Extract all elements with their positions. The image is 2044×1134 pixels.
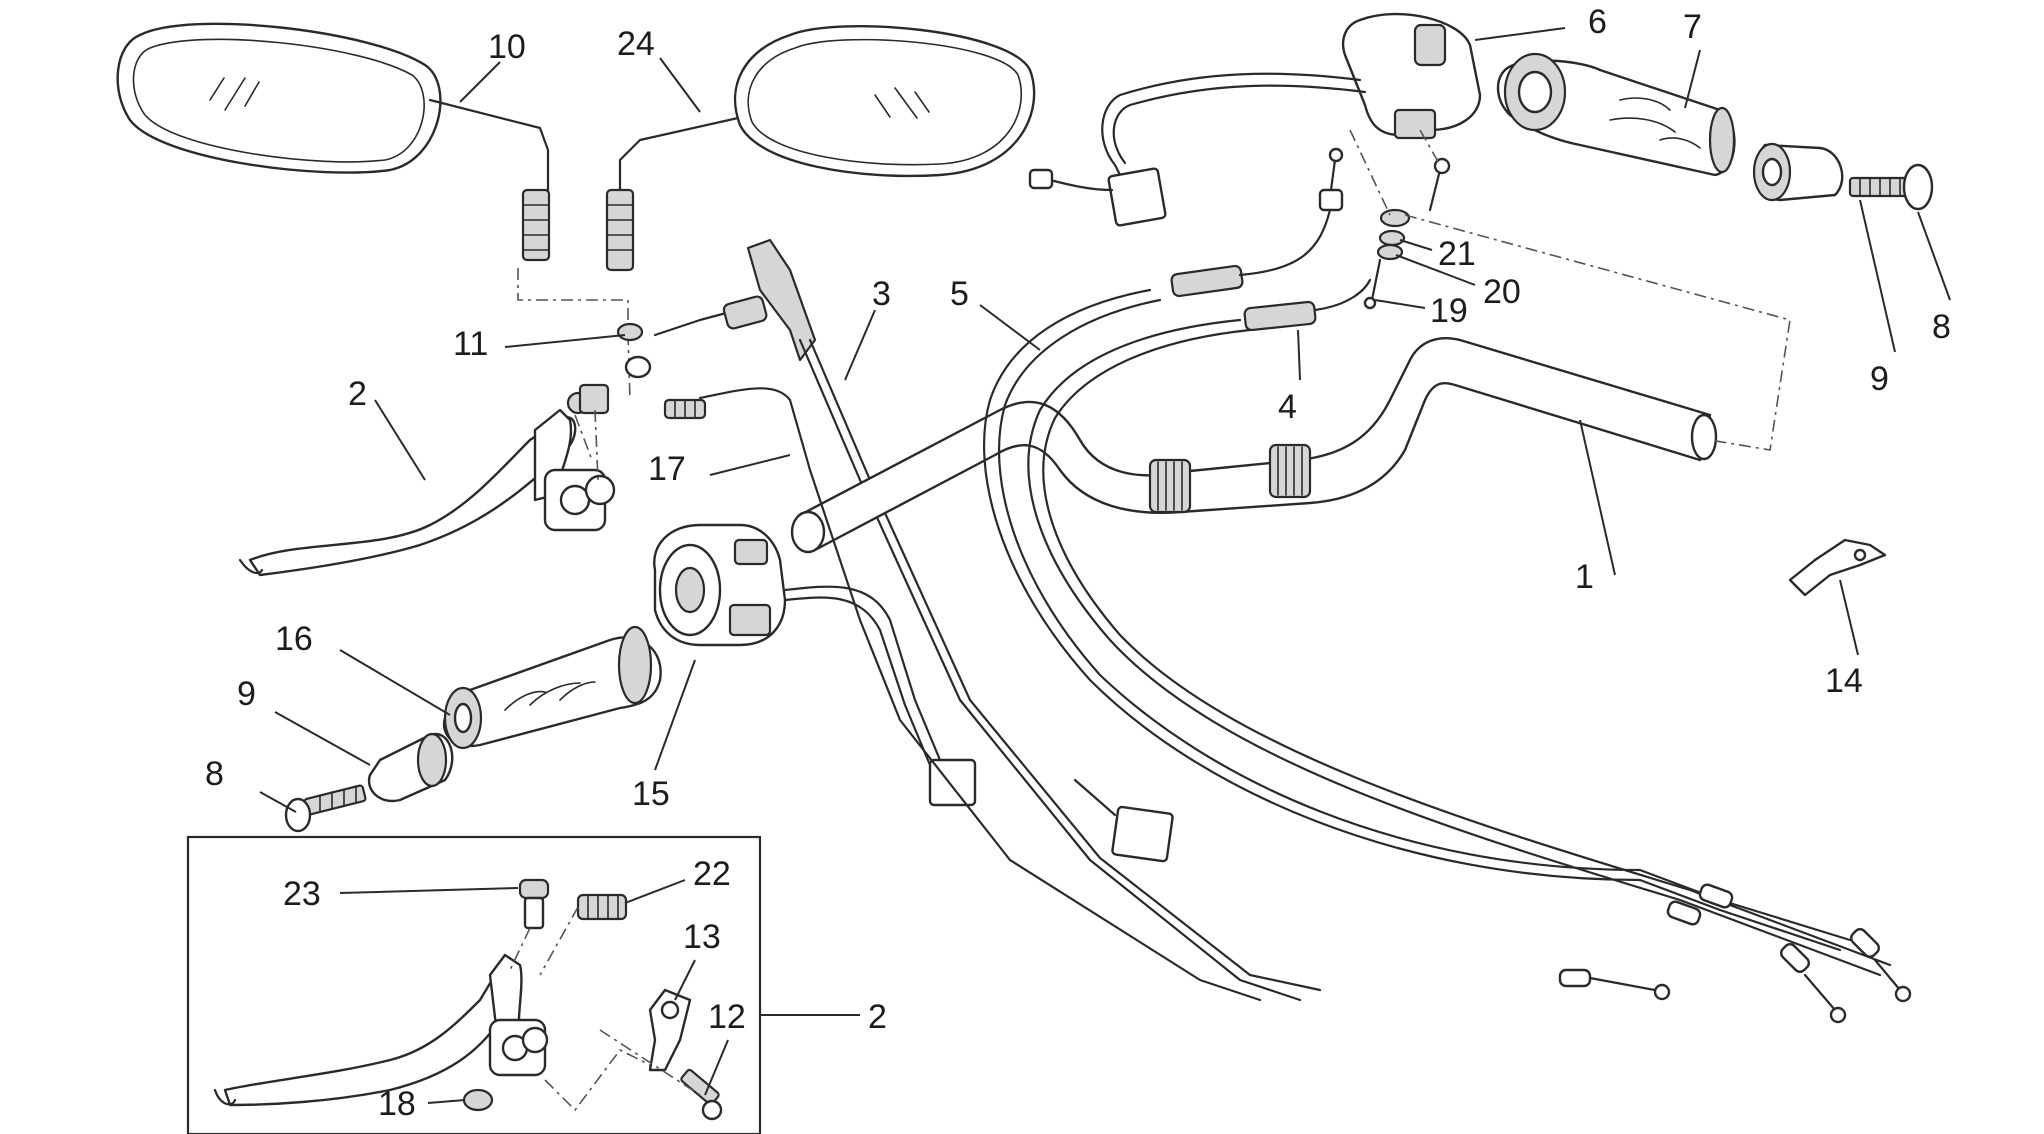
callout-20: 20 (1483, 273, 1521, 311)
callout-9-right: 9 (1870, 360, 1889, 398)
callout-13: 13 (683, 918, 721, 956)
callout-4: 4 (1278, 388, 1297, 426)
callout-21: 21 (1438, 235, 1476, 273)
callout-18: 18 (378, 1085, 416, 1123)
callout-3: 3 (872, 275, 891, 313)
pin-23 (518, 878, 550, 930)
callout-7: 7 (1683, 8, 1702, 46)
left-grip-16 (442, 625, 662, 750)
screw-12 (680, 1068, 723, 1121)
callout-15: 15 (632, 775, 670, 813)
right-mirror (605, 24, 1036, 272)
throttle-small-parts (1363, 157, 1451, 310)
callout-8-left: 8 (205, 755, 224, 793)
inset-box (186, 835, 762, 1134)
callout-14: 14 (1825, 662, 1863, 700)
callout-22: 22 (693, 855, 731, 893)
callout-12: 12 (708, 998, 746, 1036)
bar-end-screw-left-8 (284, 784, 367, 833)
clamp-13 (648, 988, 692, 1072)
bar-end-screw-right-8 (1848, 163, 1934, 211)
clutch-cable-3 (746, 238, 1671, 1002)
bracket-14 (1788, 538, 1887, 597)
callout-16: 16 (275, 620, 313, 658)
callout-9-left: 9 (237, 675, 256, 713)
callout-11: 11 (453, 325, 488, 363)
left-mirror (116, 22, 551, 262)
callout-1: 1 (1575, 558, 1594, 596)
callout-23: 23 (283, 875, 321, 913)
throttle-grip-7 (1496, 52, 1736, 177)
callout-17: 17 (648, 450, 686, 488)
callout-24: 24 (617, 25, 655, 63)
brake-lever-assembly-inset (213, 953, 549, 1112)
bar-end-weight-left-9 (367, 732, 454, 803)
callout-10: 10 (488, 28, 526, 66)
callout-6: 6 (1588, 3, 1607, 41)
washer-11 (616, 322, 652, 379)
cable-17 (663, 387, 1262, 1002)
handlebar-1 (790, 337, 1718, 554)
leader-lines (259, 27, 1951, 1104)
throttle-cables-4-5 (983, 147, 1912, 1024)
throttle-dash-line (1349, 129, 1791, 451)
callout-5: 5 (950, 275, 969, 313)
adjuster-22 (576, 893, 628, 921)
right-switch-6 (1028, 12, 1482, 227)
callout-8-right: 8 (1932, 308, 1951, 346)
callout-19: 19 (1430, 292, 1468, 330)
clutch-lever-assembly (238, 383, 616, 577)
bar-end-weight-right-9 (1752, 142, 1844, 202)
callout-2-inset: 2 (868, 998, 887, 1036)
clutch-cable-end (653, 295, 768, 337)
callout-2-lever: 2 (348, 375, 367, 413)
mirror-mount-dash-line (517, 268, 631, 401)
